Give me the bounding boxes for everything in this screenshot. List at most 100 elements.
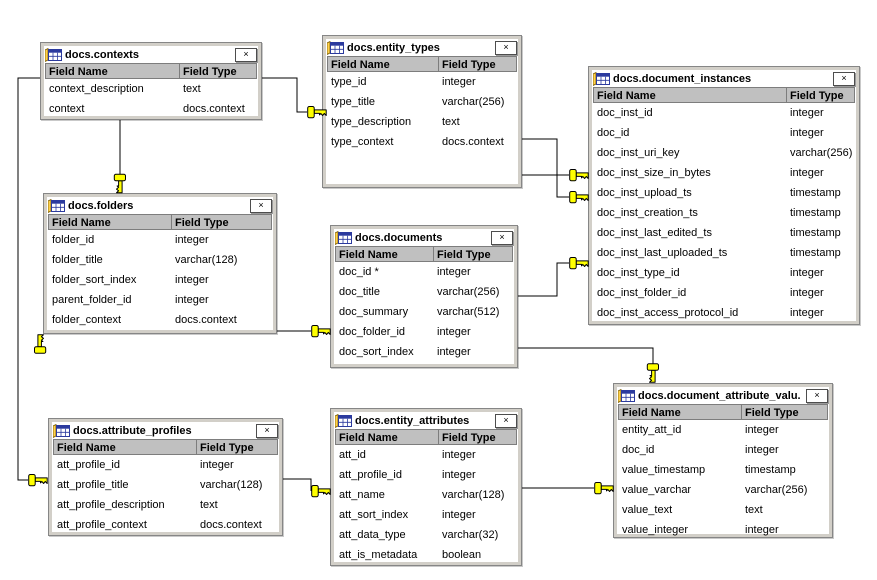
field-type: integer xyxy=(442,509,476,521)
field-name: att_profile_context xyxy=(57,519,147,531)
key-icon[interactable] xyxy=(594,482,614,495)
table-window-attribute-profiles[interactable]: docs.attribute_profiles × Field Name Fie… xyxy=(48,418,283,536)
field-type: integer xyxy=(442,469,476,481)
rel-folders-self xyxy=(34,334,47,354)
field-name: att_profile_id xyxy=(57,459,120,471)
close-button[interactable]: × xyxy=(250,198,272,213)
key-icon[interactable] xyxy=(34,334,47,354)
close-button[interactable]: × xyxy=(235,47,257,62)
field-type: varchar(256) xyxy=(442,96,505,108)
column-header-row: Field Name Field Type xyxy=(53,439,278,455)
field-name: type_id xyxy=(331,76,367,88)
table-window-entity-attributes[interactable]: docs.entity_attributes × Field Name Fiel… xyxy=(330,408,522,566)
table-window-titlebar[interactable]: docs.entity_attributes × xyxy=(335,413,517,428)
field-name: context xyxy=(49,103,85,115)
close-button[interactable]: × xyxy=(495,413,517,428)
key-icon[interactable] xyxy=(311,485,331,498)
field-name: att_profile_id xyxy=(339,469,402,481)
close-button[interactable]: × xyxy=(495,40,517,55)
table-window-folders[interactable]: docs.folders × Field Name Field Type fol… xyxy=(43,193,277,334)
field-type: integer xyxy=(437,266,471,278)
key-icon[interactable] xyxy=(569,257,589,270)
table-window-titlebar[interactable]: docs.document_attribute_valu... × xyxy=(618,388,828,403)
key-icon[interactable] xyxy=(113,173,126,194)
table-icon xyxy=(593,71,610,86)
field-name: type_description xyxy=(331,116,412,128)
table-window-titlebar[interactable]: docs.entity_types × xyxy=(327,40,517,55)
field-name: value_text xyxy=(622,504,673,516)
table-title: docs.contexts xyxy=(65,48,139,61)
field-name: folder_id xyxy=(52,234,95,246)
key-icon[interactable] xyxy=(311,325,331,338)
table-title: docs.attribute_profiles xyxy=(73,424,192,437)
field-name: doc_inst_folder_id xyxy=(597,287,687,299)
field-type-header: Field Type xyxy=(438,56,517,72)
key-icon[interactable] xyxy=(569,169,589,182)
field-type: integer xyxy=(790,107,824,119)
field-name: value_timestamp xyxy=(622,464,706,476)
field-name: att_sort_index xyxy=(339,509,409,521)
field-type: timestamp xyxy=(790,187,841,199)
field-name: doc_title xyxy=(339,286,380,298)
field-name: att_id xyxy=(339,449,366,461)
table-window-entity-types[interactable]: docs.entity_types × Field Name Field Typ… xyxy=(322,35,522,188)
field-name: att_data_type xyxy=(339,529,406,541)
close-button[interactable]: × xyxy=(256,423,278,438)
field-name-header: Field Name xyxy=(593,87,786,103)
field-type: integer xyxy=(175,294,209,306)
table-window-titlebar[interactable]: docs.contexts × xyxy=(45,47,257,62)
field-type: text xyxy=(442,116,460,128)
field-type: varchar(512) xyxy=(437,306,500,318)
field-type: integer xyxy=(437,326,471,338)
field-type: integer xyxy=(790,167,824,179)
close-button[interactable]: × xyxy=(491,230,513,245)
field-type: varchar(256) xyxy=(790,147,853,159)
field-name: doc_sort_index xyxy=(339,346,414,358)
field-name: doc_inst_upload_ts xyxy=(597,187,692,199)
field-type: integer xyxy=(175,234,209,246)
table-icon xyxy=(48,198,65,213)
table-icon xyxy=(327,40,344,55)
field-type: varchar(256) xyxy=(437,286,500,298)
close-button[interactable]: × xyxy=(806,388,828,403)
table-window-document-instances[interactable]: docs.document_instances × Field Name Fie… xyxy=(588,66,860,325)
field-type-header: Field Type xyxy=(196,439,278,455)
rel-entity-types-document-instances-a xyxy=(522,138,589,204)
table-window-documents[interactable]: docs.documents × Field Name Field Type d… xyxy=(330,225,518,368)
field-name: entity_att_id xyxy=(622,424,682,436)
key-icon[interactable] xyxy=(28,474,48,487)
field-name-header: Field Name xyxy=(48,214,171,230)
field-type: timestamp xyxy=(790,227,841,239)
table-window-contexts[interactable]: docs.contexts × Field Name Field Type co… xyxy=(40,42,262,120)
field-type-header: Field Type xyxy=(786,87,855,103)
field-type: varchar(128) xyxy=(200,479,263,491)
table-window-titlebar[interactable]: docs.document_instances × xyxy=(593,71,855,86)
table-window-document-attribute-values[interactable]: docs.document_attribute_valu... × Field … xyxy=(613,383,833,538)
table-window-titlebar[interactable]: docs.attribute_profiles × xyxy=(53,423,278,438)
field-type-header: Field Type xyxy=(171,214,272,230)
table-window-titlebar[interactable]: docs.documents × xyxy=(335,230,513,245)
close-button[interactable]: × xyxy=(833,71,855,86)
table-window-titlebar[interactable]: docs.folders × xyxy=(48,198,272,213)
key-icon[interactable] xyxy=(569,191,589,204)
key-icon[interactable] xyxy=(646,363,659,383)
field-name: folder_context xyxy=(52,314,122,326)
